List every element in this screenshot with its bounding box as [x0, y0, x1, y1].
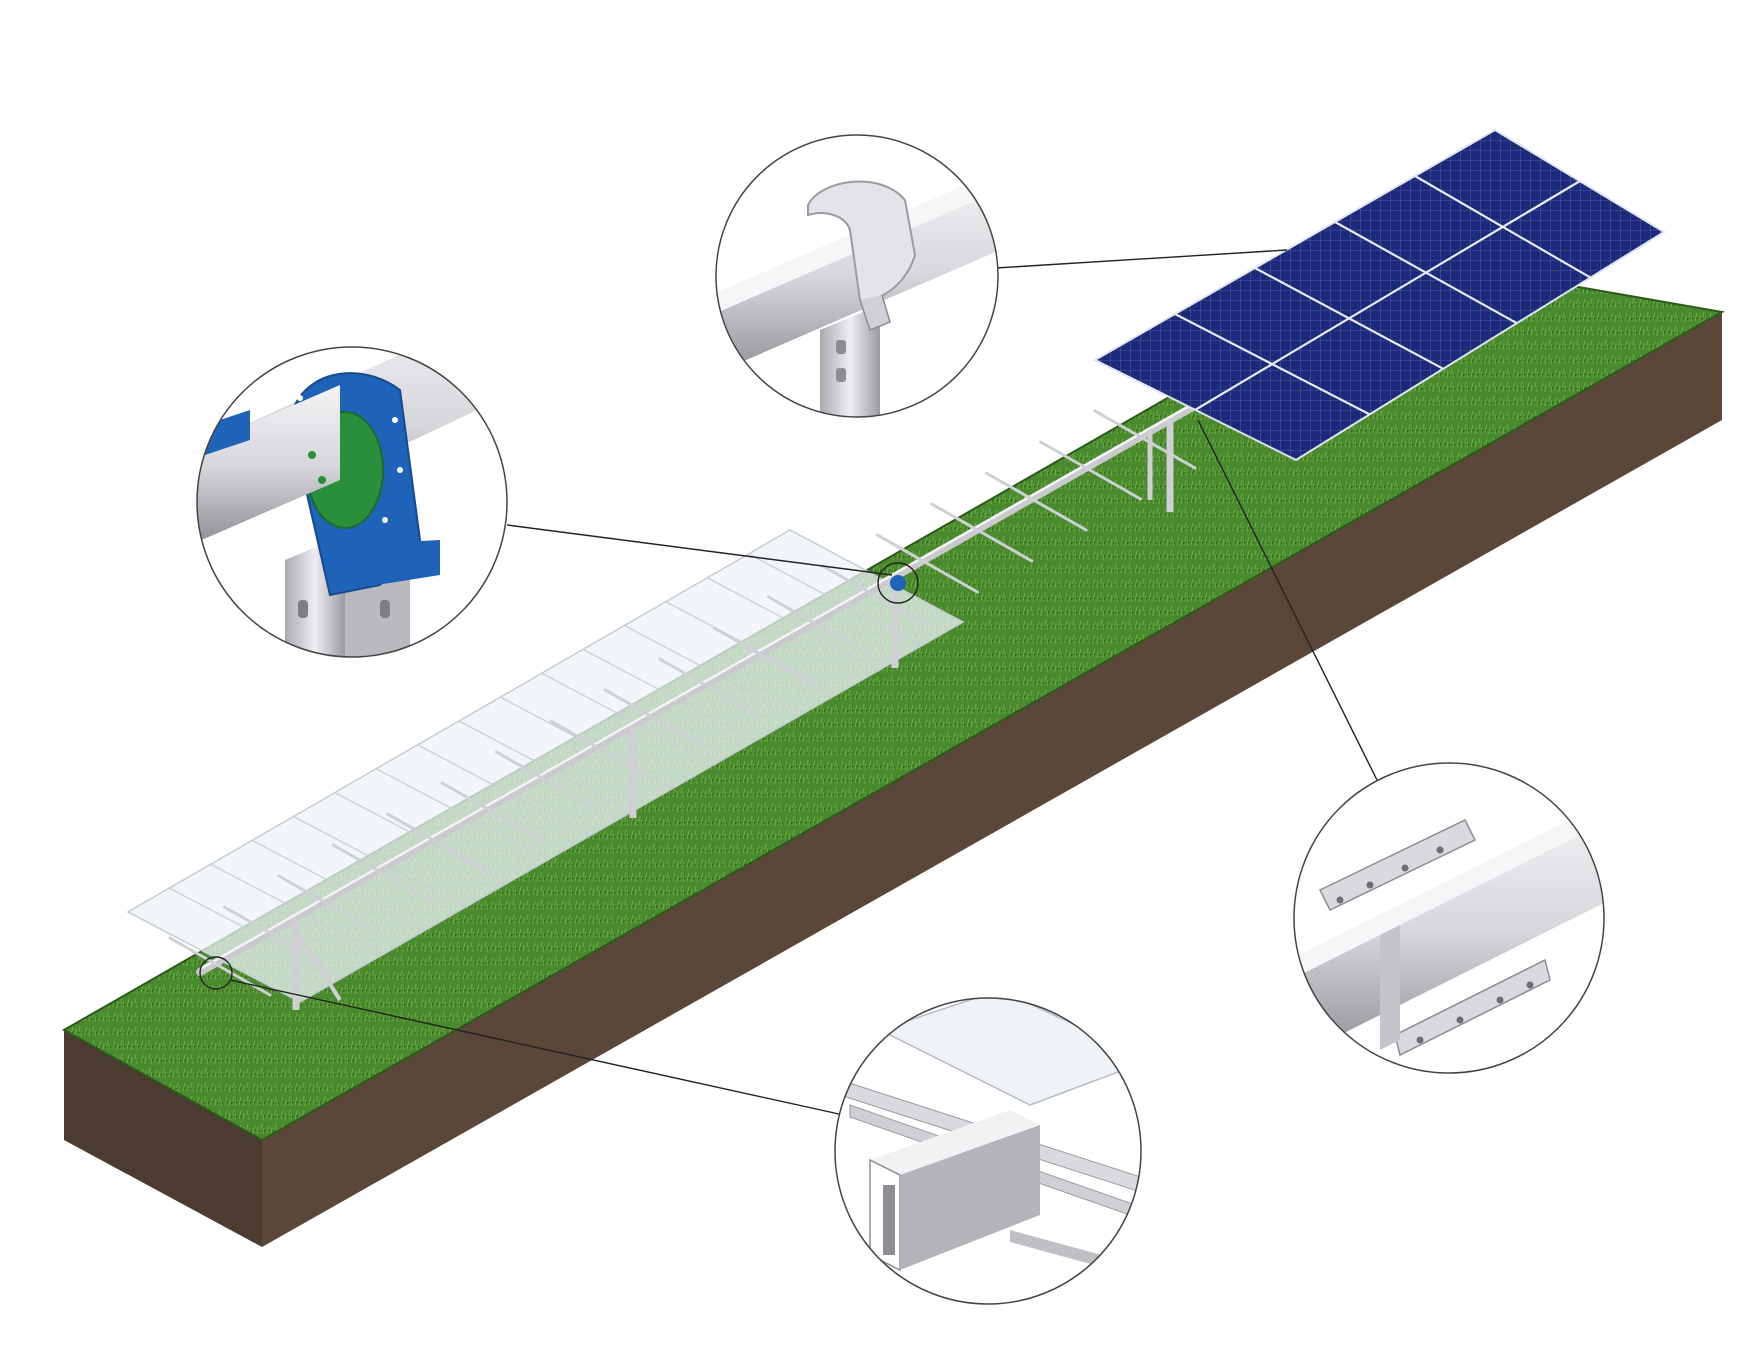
leader-right — [1197, 419, 1378, 781]
ghost-panel-divider — [665, 601, 839, 694]
leader-top — [995, 249, 1288, 269]
clamp-detail-icon — [716, 170, 998, 417]
ghost-panel-divider — [541, 672, 715, 766]
purlin-rail — [821, 564, 925, 625]
purlin-rail — [1039, 440, 1143, 501]
purlin-rail — [767, 595, 871, 656]
ghost-panel-divider — [251, 839, 425, 932]
purlin-rail — [930, 502, 1034, 563]
purlin-rail — [875, 533, 979, 594]
panel-row-divider — [1194, 180, 1581, 411]
callout-module-rail-end — [834, 997, 1142, 1305]
soil-front-face — [64, 1030, 262, 1247]
soil-side-face — [262, 312, 1722, 1247]
ghost-panel-divider — [417, 744, 591, 837]
diagonal-brace — [294, 928, 342, 1002]
purlin-rail — [222, 905, 326, 966]
rail-end-marker — [199, 956, 233, 990]
splice-detail-icon — [1294, 800, 1604, 1060]
ghost-panel-divider — [624, 624, 798, 718]
torque-tube-structure — [168, 395, 1209, 1010]
purlin-rail — [440, 781, 544, 842]
purlin-rail — [984, 471, 1088, 532]
ghost-panel-divider — [375, 768, 549, 861]
leader-bottom — [229, 979, 849, 1117]
callout-torque-tube-clamp — [715, 134, 999, 418]
purlin-rail — [277, 874, 381, 935]
rail-detail-icon — [839, 998, 1141, 1272]
ghost-panel-divider — [169, 887, 342, 979]
leader-lines — [229, 249, 1378, 1117]
purlin-rail — [603, 688, 707, 749]
ghost-panel-divider — [582, 648, 757, 742]
leader-left — [506, 524, 893, 576]
transparent-panel-array — [126, 529, 965, 1003]
ghost-panel-divider — [293, 815, 467, 908]
solar-panels — [1092, 128, 1666, 462]
purlin-rail — [658, 657, 762, 718]
callout-tube-splice-connector — [1293, 762, 1605, 1074]
ghost-panel-divider — [706, 577, 881, 671]
torque-tube — [196, 396, 1209, 976]
ground-block — [61, 256, 1725, 1247]
ghost-panel-divider — [210, 863, 384, 956]
grass-top — [64, 258, 1722, 1140]
purlin-rails — [168, 409, 1197, 997]
bearing-marker — [877, 562, 919, 604]
callout-slew-drive-bearing — [196, 346, 508, 658]
purlin-rail — [712, 626, 816, 687]
purlin-rail — [494, 750, 598, 811]
solar-panel-array — [1092, 128, 1666, 462]
purlin-rail — [1093, 409, 1197, 470]
ghost-panel-divider — [458, 720, 632, 813]
purlin-rail — [331, 843, 435, 904]
purlin-rail — [386, 812, 490, 873]
ghost-panel-divider — [334, 792, 508, 884]
bearing-marker-fill — [890, 575, 906, 591]
